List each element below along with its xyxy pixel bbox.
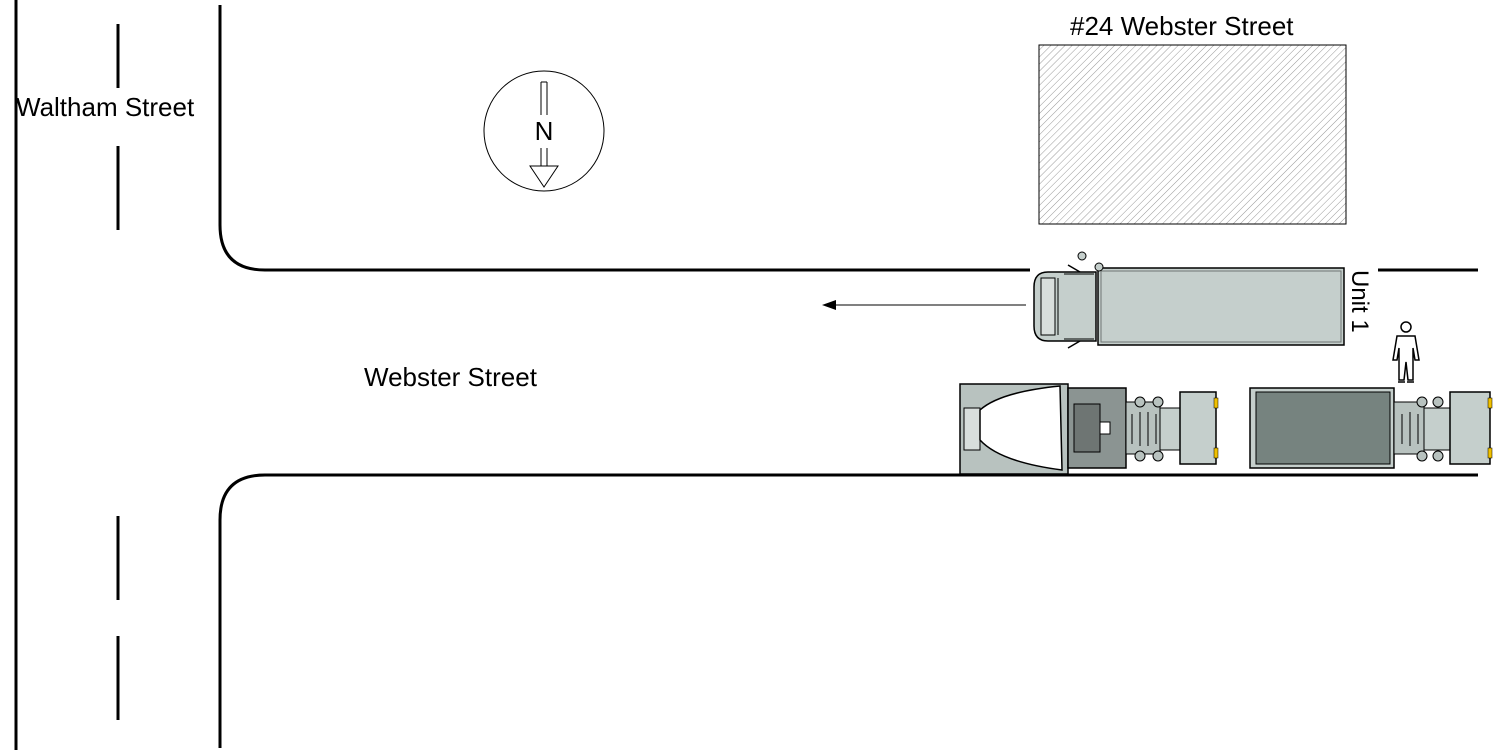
webster-street-north-curb — [218, 5, 1030, 272]
unit-1-box-truck — [1033, 251, 1345, 349]
north-arrow-icon: N — [483, 70, 605, 192]
compass-letter: N — [535, 116, 554, 146]
webster-street-label: Webster Street — [364, 362, 538, 392]
tractor-trailer — [1249, 387, 1493, 469]
building-label: #24 Webster Street — [1070, 11, 1294, 41]
cement-mixer-truck — [959, 383, 1219, 475]
building-24-webster — [1038, 44, 1347, 225]
left-arrow-icon — [822, 300, 1026, 310]
pedestrian-icon — [1392, 321, 1420, 383]
unit-1-label: Unit 1 — [1346, 270, 1373, 333]
road-edges — [14, 0, 1478, 750]
webster-street-south-curb — [218, 473, 1478, 748]
waltham-street-label: Waltham Street — [16, 92, 195, 122]
